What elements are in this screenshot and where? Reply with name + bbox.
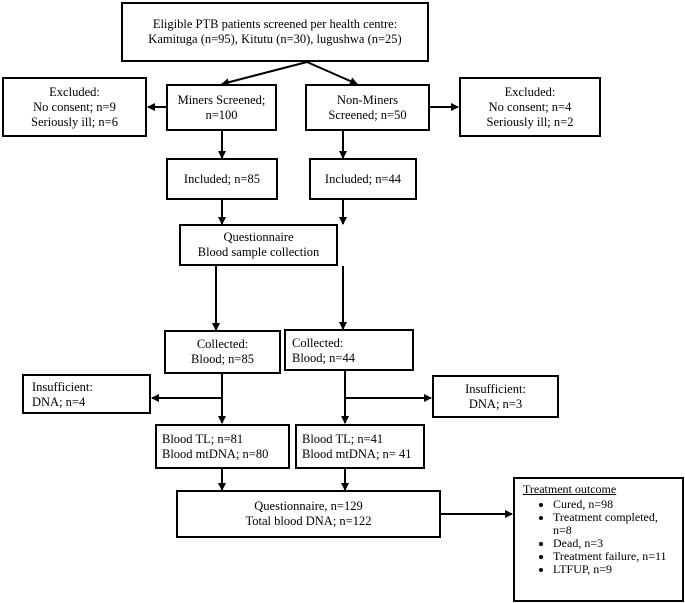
treatment-outcome-title: Treatment outcome — [523, 482, 617, 496]
insufficient-right-line-2: DNA; n=3 — [468, 396, 523, 411]
excluded-right-line-2: No consent; n=4 — [488, 99, 572, 114]
arrow-top-to-miners — [221, 61, 308, 87]
top-line-1: Eligible PTB patients screened per healt… — [152, 17, 398, 31]
questionnaire-line-2: Blood sample collection — [197, 245, 320, 259]
excluded-left-box: Excluded: No consent; n=9 Seriously ill;… — [2, 77, 147, 137]
outcome-item-dead: Dead, n=3 — [553, 537, 674, 550]
tl-right-box: Blood TL; n=41 Blood mtDNA; n= 41 — [295, 424, 425, 469]
insufficient-left-line-2: DNA; n=4 — [32, 395, 86, 409]
excluded-left-line-2: No consent; n=9 — [33, 99, 116, 114]
collected-left-box: Collected: Blood; n=85 — [164, 330, 281, 374]
treatment-outcome-box: Treatment outcome Cured, n=98 Treatment … — [513, 477, 684, 602]
excluded-left-line-1: Excluded: — [49, 84, 100, 99]
excluded-right-box: Excluded: No consent; n=4 Seriously ill;… — [459, 77, 601, 137]
collected-right-box: Collected: Blood; n=44 — [284, 329, 414, 371]
excluded-right-line-3: Seriously ill; n=2 — [486, 114, 574, 129]
nonminers-screened-line-1: Non-Miners — [336, 92, 399, 107]
arrow-top-to-nonminers — [306, 61, 358, 85]
included-right-line-1: Included; n=44 — [324, 171, 402, 186]
excluded-right-line-1: Excluded: — [504, 84, 556, 99]
collected-left-line-1: Collected: — [196, 337, 249, 351]
top-line-2: Kamituga (n=95), Kitutu (n=30), lugushwa… — [148, 32, 402, 46]
insufficient-right-box: Insufficient: DNA; n=3 — [432, 375, 559, 418]
outcome-item-ltfup: LTFUP, n=9 — [553, 563, 674, 576]
tl-left-line-1: Blood TL; n=81 — [162, 432, 244, 446]
outcome-item-treatment-failure: Treatment failure, n=11 — [553, 550, 674, 563]
nonminers-screened-box: Non-Miners Screened; n=50 — [305, 84, 430, 131]
insufficient-right-line-1: Insufficient: — [465, 381, 526, 396]
collected-right-line-2: Blood; n=44 — [292, 351, 355, 365]
included-left-line-1: Included; n=85 — [183, 171, 261, 186]
miners-screened-line-1: Miners Screened; — [177, 92, 266, 107]
final-summary-box: Questionnaire, n=129 Total blood DNA; n=… — [176, 490, 441, 538]
final-line-1: Questionnaire, n=129 — [254, 499, 363, 513]
top-eligible-box: Eligible PTB patients screened per healt… — [121, 2, 429, 62]
outcome-item-treatment-completed: Treatment completed, n=8 — [553, 511, 674, 537]
tl-right-line-1: Blood TL; n=41 — [302, 432, 384, 446]
outcome-item-cured: Cured, n=98 — [553, 498, 674, 511]
excluded-left-line-3: Seriously ill; n=6 — [31, 114, 118, 129]
miners-screened-box: Miners Screened; n=100 — [166, 84, 277, 131]
questionnaire-box: Questionnaire Blood sample collection — [179, 224, 338, 266]
tl-right-line-2: Blood mtDNA; n= 41 — [302, 447, 412, 461]
miners-screened-line-2: n=100 — [205, 107, 238, 122]
included-left-box: Included; n=85 — [166, 158, 278, 200]
treatment-outcome-list: Cured, n=98 Treatment completed, n=8 Dea… — [523, 498, 674, 576]
nonminers-screened-line-2: Screened; n=50 — [328, 107, 407, 122]
collected-right-line-1: Collected: — [292, 336, 344, 350]
final-line-2: Total blood DNA; n=122 — [245, 514, 372, 528]
questionnaire-line-1: Questionnaire — [223, 230, 294, 244]
tl-left-line-2: Blood mtDNA; n=80 — [162, 447, 269, 461]
collected-left-line-2: Blood; n=85 — [191, 352, 254, 366]
included-right-box: Included; n=44 — [309, 158, 417, 200]
insufficient-left-box: Insufficient: DNA; n=4 — [22, 374, 151, 414]
tl-left-box: Blood TL; n=81 Blood mtDNA; n=80 — [155, 424, 290, 469]
insufficient-left-line-1: Insufficient: — [32, 380, 93, 394]
